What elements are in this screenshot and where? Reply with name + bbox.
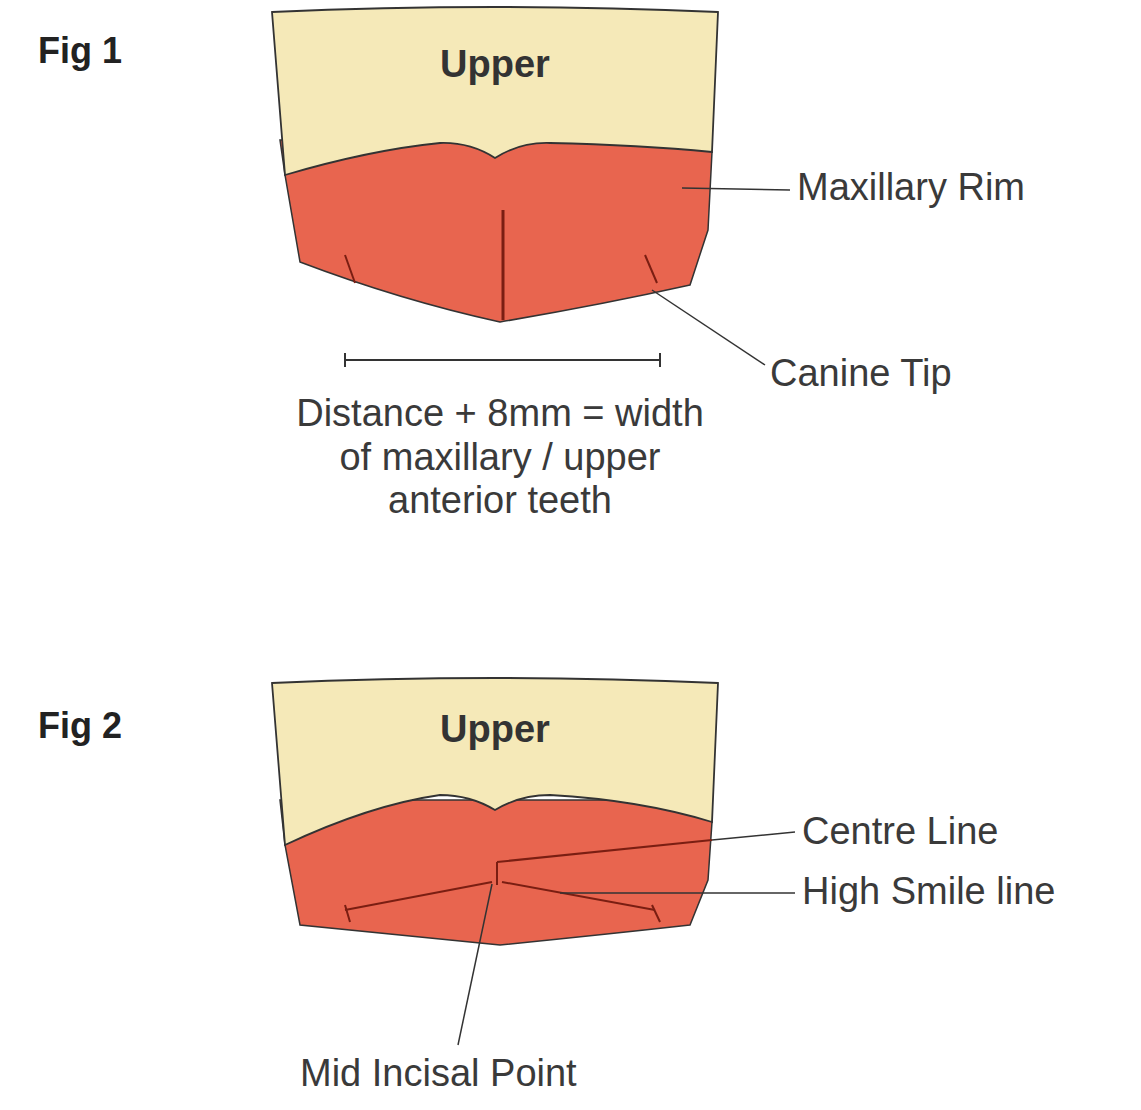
part-label: Centre Line [802, 810, 998, 854]
part-label: Maxillary Rim [797, 166, 1025, 210]
dimension-note: Distance + 8mm = width of maxillary / up… [295, 392, 705, 523]
band-title: Upper [270, 43, 720, 86]
band-title: Upper [270, 708, 720, 751]
figure-label: Fig 2 [38, 705, 122, 746]
part-label: Canine Tip [770, 352, 952, 396]
part-label: High Smile line [802, 870, 1055, 914]
upper-band: Upper [270, 676, 720, 851]
part-label: Mid Incisal Point [300, 1052, 577, 1096]
band-outline [270, 5, 720, 180]
band-outline [270, 676, 720, 851]
upper-band: Upper [270, 5, 720, 180]
figure-label: Fig 1 [38, 30, 122, 71]
